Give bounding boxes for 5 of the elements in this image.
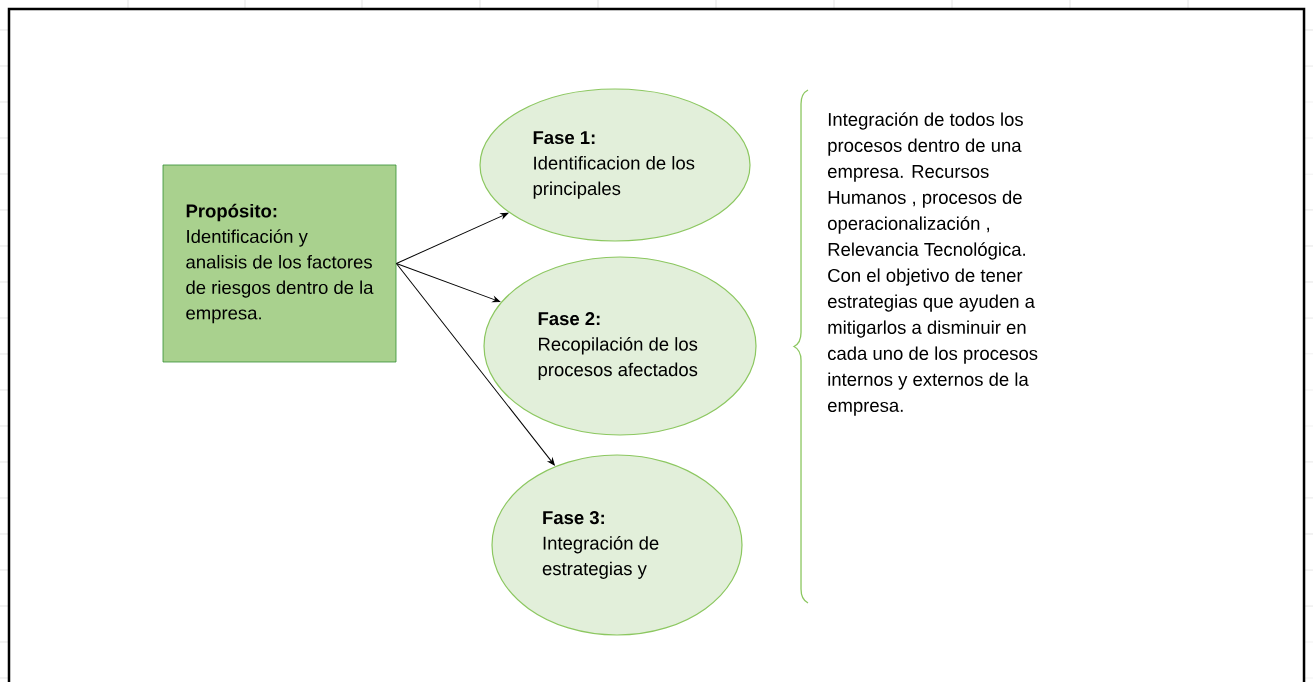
arrow [395, 263, 501, 303]
arrow [395, 212, 509, 264]
arrow [395, 263, 555, 466]
process-box: Propósito: Identificación y analisis de los factores de riesgos dentro de la empresa. [162, 164, 397, 363]
description-text: Integración de todos los procesos dentro de una empresa. Recursos Humanos , procesos de operacionalización , Relevancia Tecnológica. Con el objetivo de tener estrategias que ayuden a mitigarlos a disminuir en cada uno de los procesos internos y externos de la empresa. [828, 112, 1038, 416]
